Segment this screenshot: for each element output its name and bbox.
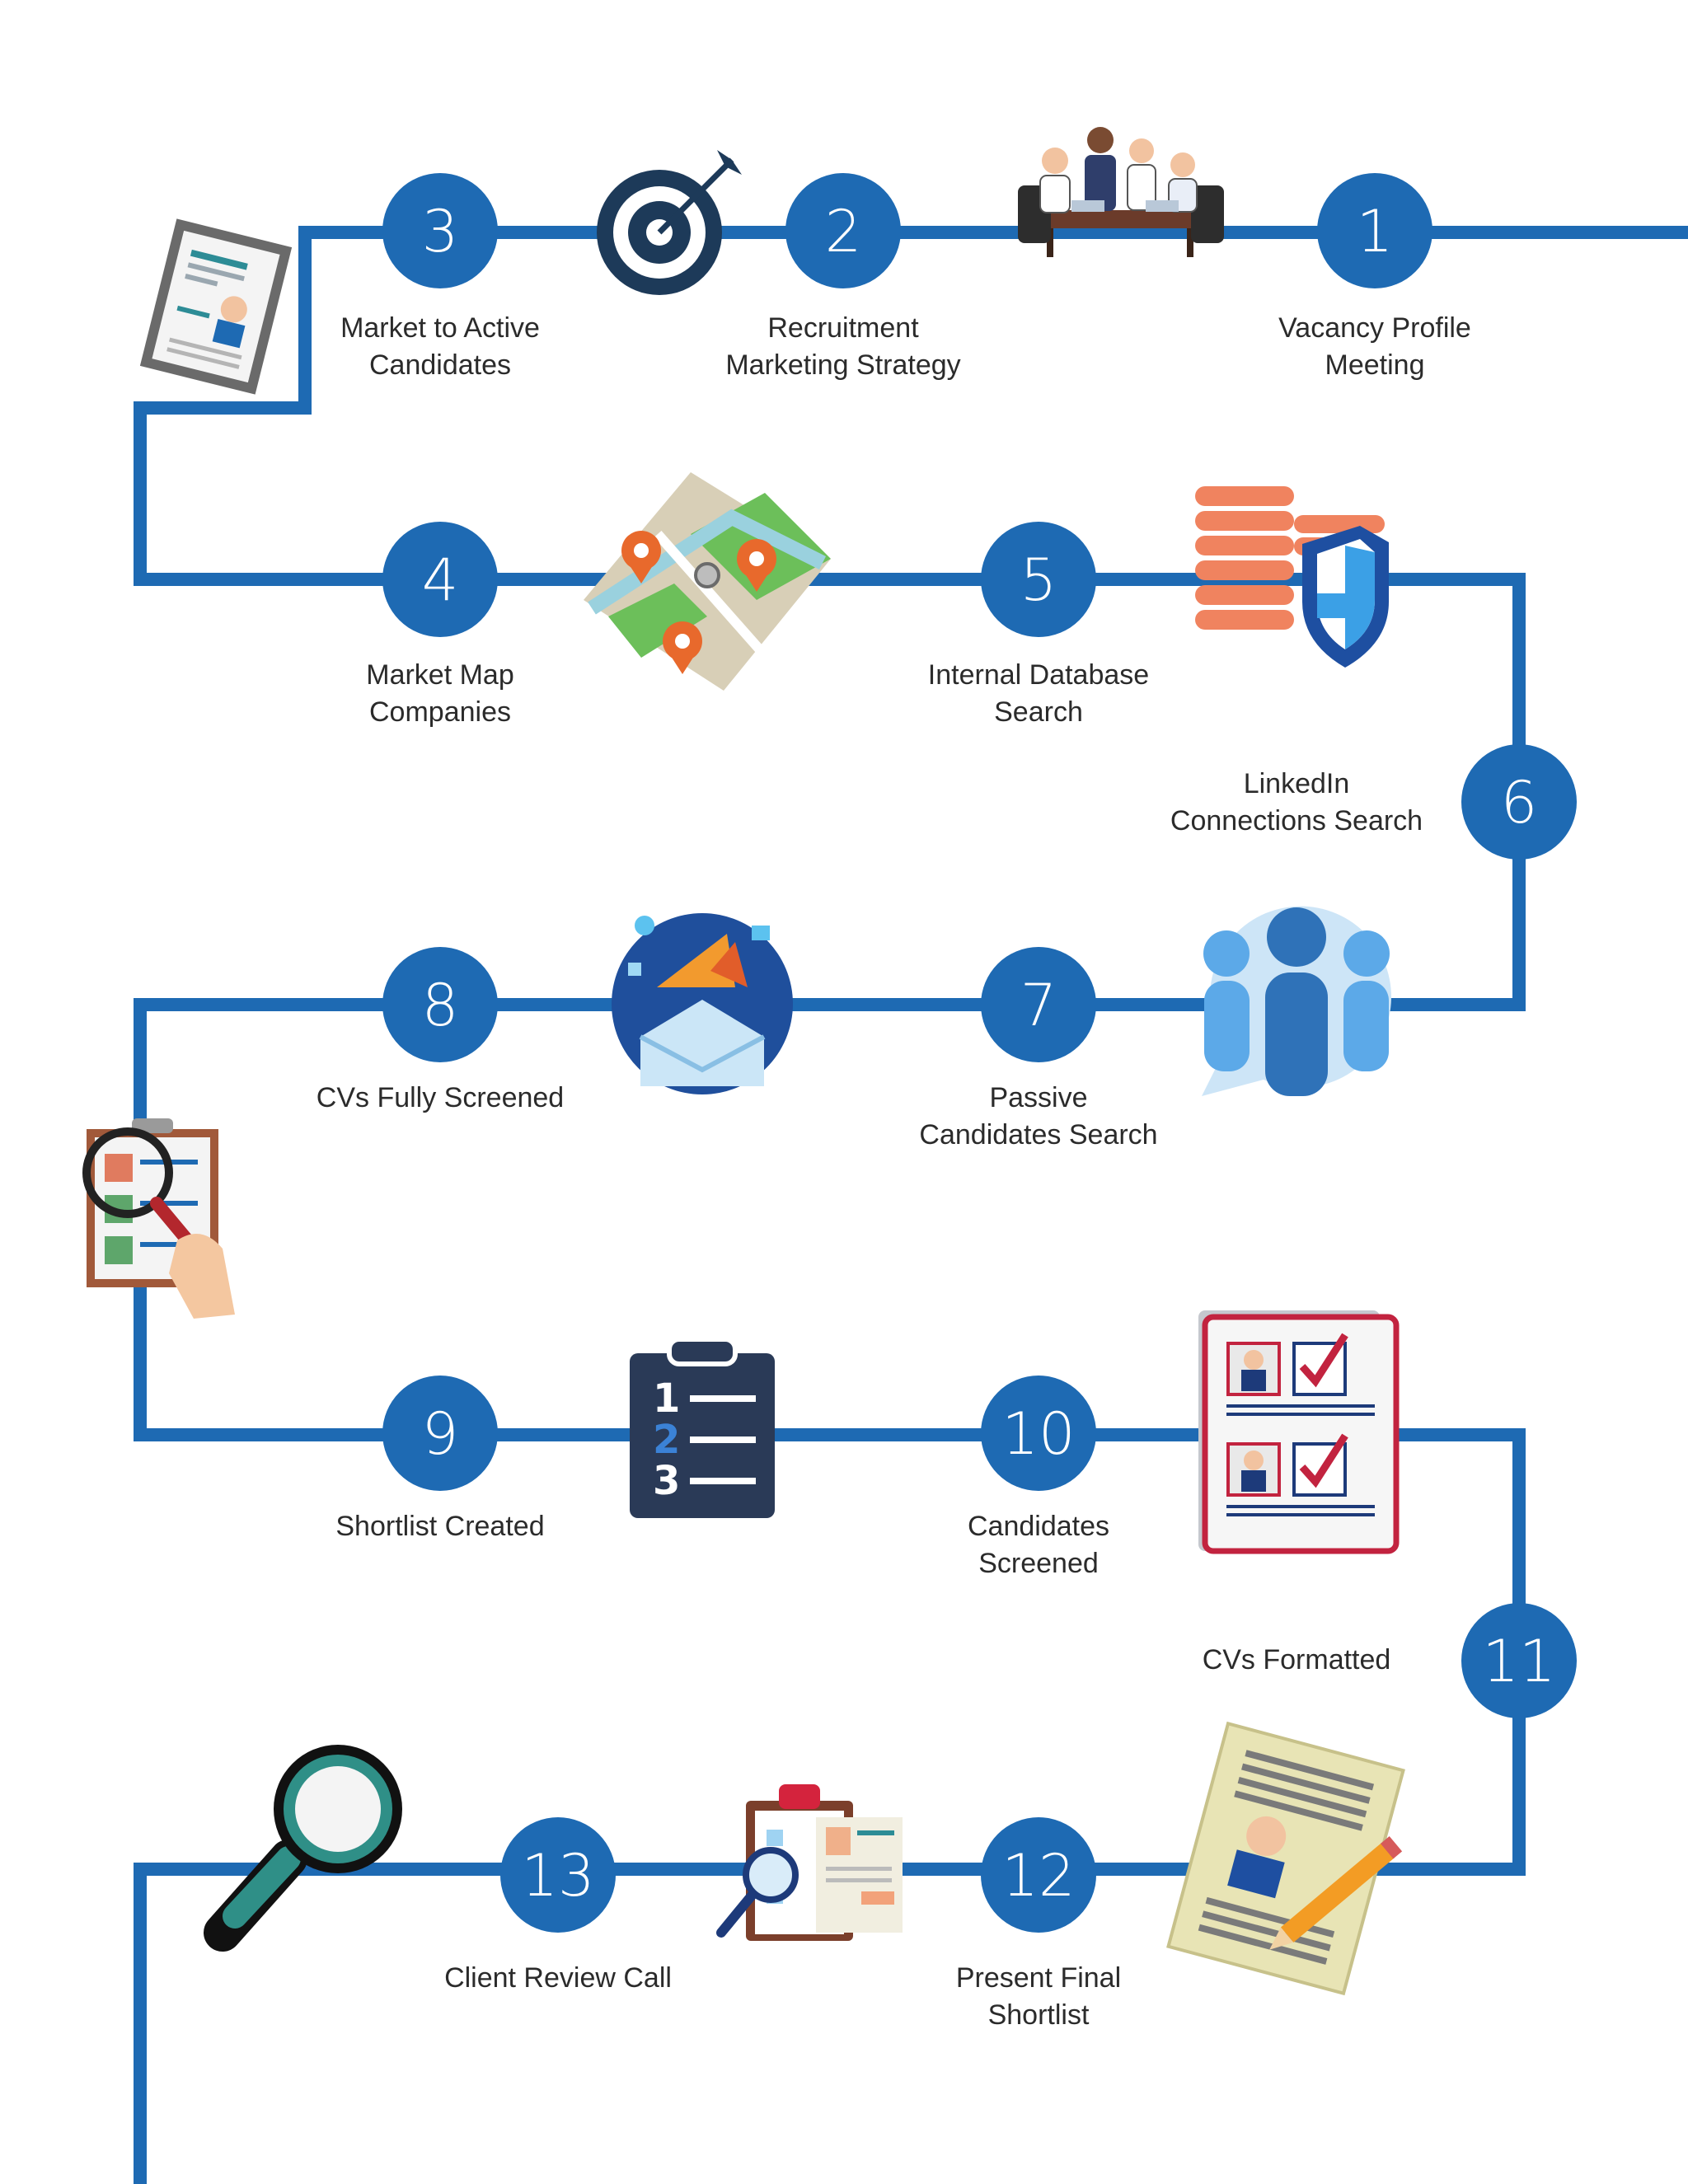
step-8-marker: 8 bbox=[382, 947, 498, 1062]
step-8-label: CVs Fully Screened bbox=[316, 1082, 565, 1113]
step-6-marker: 6 bbox=[1461, 744, 1577, 860]
step-12-label: Present Final Shortlist bbox=[955, 1962, 1122, 2031]
step-11-marker: 11 bbox=[1461, 1603, 1577, 1718]
database-shield-icon bbox=[1195, 486, 1389, 668]
resume-document-icon bbox=[139, 218, 293, 395]
svg-text:2: 2 bbox=[653, 1417, 680, 1463]
step-1-label: Vacancy Profile Meeting bbox=[1278, 312, 1471, 381]
step-6-number: 6 bbox=[1501, 769, 1538, 837]
step-8-number: 8 bbox=[422, 972, 459, 1039]
step-13-marker: 13 bbox=[500, 1817, 616, 1933]
marketing-megaphone-icon bbox=[612, 913, 793, 1094]
step-9-marker: 9 bbox=[382, 1376, 498, 1491]
target-icon bbox=[597, 150, 742, 295]
step-5-label: Internal Database Search bbox=[927, 659, 1150, 728]
team-meeting-icon bbox=[1018, 127, 1224, 257]
step-1-number: 1 bbox=[1357, 198, 1394, 265]
svg-text:3: 3 bbox=[653, 1458, 680, 1504]
step-5-number: 5 bbox=[1020, 546, 1057, 614]
step-13-number: 13 bbox=[521, 1842, 594, 1910]
step-2-marker: 2 bbox=[785, 173, 901, 288]
step-7-label: Passive Candidates Search bbox=[919, 1082, 1158, 1151]
step-7-marker: 7 bbox=[981, 947, 1096, 1062]
step-9-number: 9 bbox=[422, 1400, 459, 1468]
step-10-marker: 10 bbox=[981, 1376, 1096, 1491]
cv-checklist-icon bbox=[1198, 1310, 1400, 1554]
resume-pencil-icon bbox=[1166, 1721, 1405, 1996]
step-7-number: 7 bbox=[1020, 972, 1057, 1039]
step-10-label: Candidates Screened bbox=[967, 1511, 1109, 1579]
process-line bbox=[134, 226, 1688, 2184]
step-6-label: LinkedIn Connections Search bbox=[1170, 768, 1423, 837]
step-11-label: CVs Formatted bbox=[1202, 1644, 1391, 1675]
team-chat-icon bbox=[1202, 906, 1391, 1096]
map-pins-icon bbox=[584, 472, 831, 691]
cv-magnifier-icon bbox=[82, 1118, 235, 1319]
step-13-label: Client Review Call bbox=[444, 1962, 672, 1994]
step-3-marker: 3 bbox=[382, 173, 498, 288]
magnifier-icon bbox=[204, 1745, 402, 1952]
numbered-clipboard-icon: 1 2 3 bbox=[630, 1337, 775, 1518]
step-4-number: 4 bbox=[422, 546, 459, 614]
step-10-number: 10 bbox=[1001, 1400, 1075, 1468]
step-12-marker: 12 bbox=[981, 1817, 1096, 1933]
step-4-label: Market Map Companies bbox=[366, 659, 514, 728]
step-12-number: 12 bbox=[1001, 1842, 1075, 1910]
step-5-marker: 5 bbox=[981, 522, 1096, 637]
step-3-number: 3 bbox=[422, 198, 459, 265]
step-2-label: Recruitment Marketing Strategy bbox=[725, 312, 961, 381]
step-3-label: Market to Active Candidates bbox=[340, 312, 540, 381]
clipboard-search-icon bbox=[716, 1784, 903, 1941]
step-9-label: Shortlist Created bbox=[335, 1511, 545, 1542]
step-4-marker: 4 bbox=[382, 522, 498, 637]
step-2-number: 2 bbox=[825, 198, 862, 265]
step-11-number: 11 bbox=[1482, 1628, 1555, 1695]
svg-text:1: 1 bbox=[653, 1376, 680, 1422]
step-1-marker: 1 bbox=[1317, 173, 1432, 288]
